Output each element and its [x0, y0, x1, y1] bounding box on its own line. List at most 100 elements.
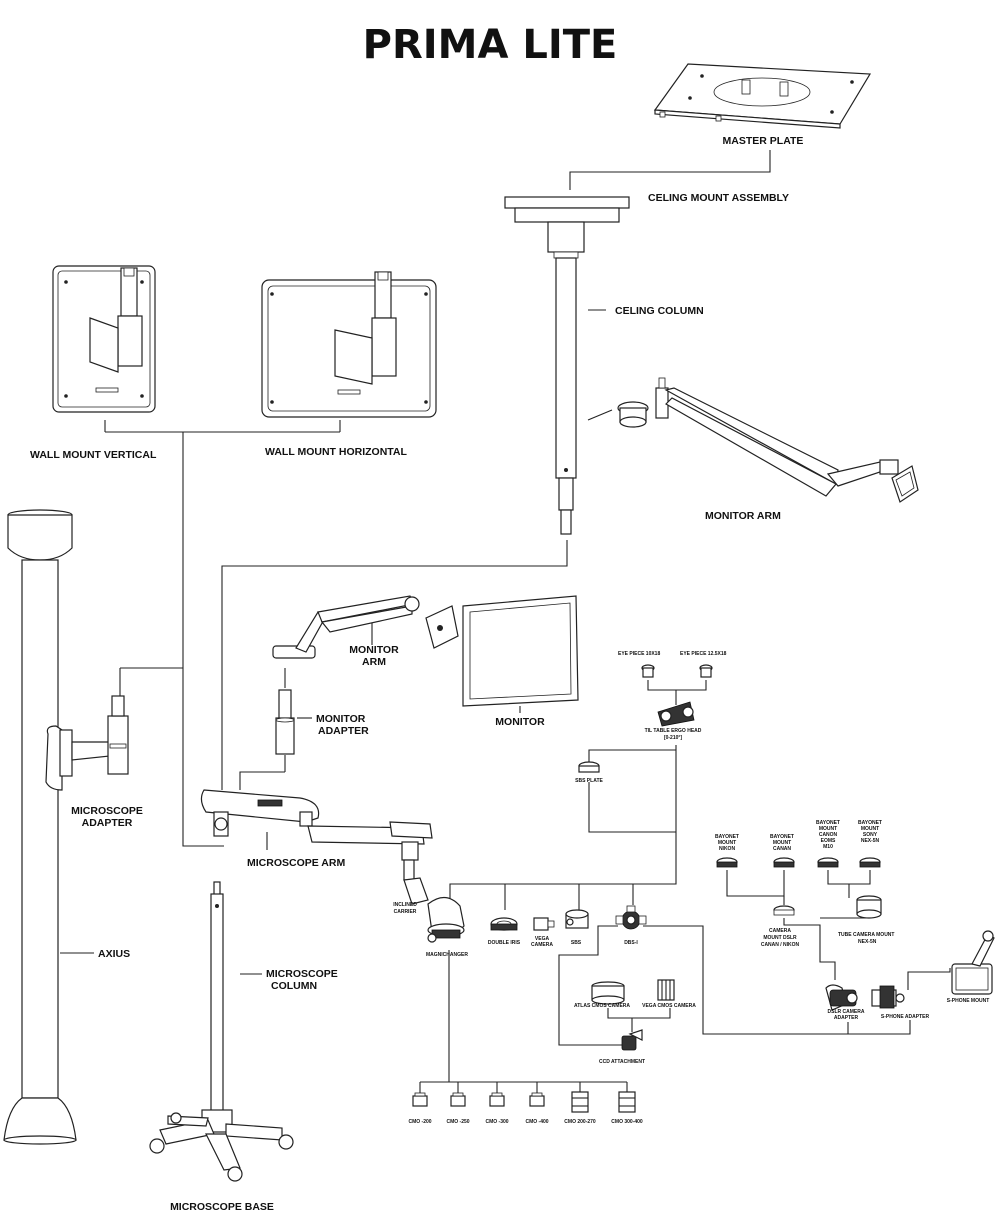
label-monitor-adapter-2: ADAPTER — [318, 725, 369, 737]
label-cmo-250: CMO -250 — [446, 1119, 469, 1125]
label-bayonet-eoms-2: MOUNT — [819, 826, 837, 832]
inclined-carrier — [403, 859, 429, 905]
label-microscope-arm: MICROSCOPE ARM — [247, 857, 345, 869]
label-ceiling-mount-assembly: CELING MOUNT ASSEMBLY — [648, 192, 789, 204]
label-cmo-200: CMO -200 — [408, 1119, 431, 1125]
microscope-base — [149, 1109, 294, 1182]
double-iris — [490, 917, 518, 931]
label-dbs: DBS-I — [624, 940, 638, 946]
wall-mount-horizontal — [261, 271, 437, 418]
label-dslr-adapter-2: ADAPTER — [834, 1015, 859, 1021]
label-microscope-column-1: MICROSCOPE — [266, 968, 338, 980]
atlas-cmos-camera — [591, 981, 625, 1005]
label-sbs-plate: SBS PLATE — [575, 778, 603, 784]
label-bayonet-nikon-2: MOUNT — [718, 840, 736, 846]
label-bayonet-eoms-1: BAYONET — [816, 820, 840, 826]
monitor — [462, 595, 579, 707]
label-tube-camera-1: TUBE CAMERA MOUNT — [838, 932, 894, 938]
vega-camera — [533, 917, 555, 931]
bayonet-mount-canan — [773, 857, 795, 868]
label-cmo-300: CMO -300 — [485, 1119, 508, 1125]
label-eye-piece-10x18: EYE PIECE 10X18 — [618, 651, 660, 657]
label-tilt-head-1: TIL TABLE ERGO HEAD — [645, 728, 702, 734]
label-camera-mount-2: MOUNT DSLR — [763, 935, 797, 941]
microscope-column — [210, 881, 224, 1115]
eye-piece-10x18 — [641, 664, 655, 678]
tube-camera-mount — [856, 895, 882, 919]
label-microscope-column-2: COLUMN — [271, 980, 317, 992]
sbs-plate — [578, 761, 600, 773]
cmo-200-270 — [571, 1091, 589, 1113]
vega-cmos-camera — [657, 979, 675, 1001]
label-magnichanger: MAGNICHANGER — [426, 952, 468, 958]
s-phone-mount — [951, 930, 995, 995]
label-vega-cmos: VEGA CMOS CAMERA — [642, 1003, 696, 1009]
label-microscope-adapter-2: ADAPTER — [82, 817, 133, 829]
label-atlas-cmos: ATLAS CMOS CAMERA — [574, 1003, 630, 1009]
dbs-unit — [615, 905, 647, 930]
bayonet-mount-canon-eoms — [817, 857, 839, 868]
ceiling-column — [555, 257, 577, 535]
sbs-unit — [565, 909, 589, 929]
label-inclined-1: INCLINED — [393, 902, 417, 908]
label-microscope-base: MICROSCOPE BASE — [170, 1201, 274, 1213]
cmo-200 — [412, 1092, 428, 1107]
label-monitor-arm-1: MONITOR — [349, 644, 399, 656]
label-bayonet-canan-1: BAYONET — [770, 834, 794, 840]
label-bayonet-canan-2: MOUNT — [773, 840, 791, 846]
cmo-objectives — [412, 1091, 636, 1113]
label-master-plate: MASTER PLATE — [723, 135, 804, 147]
cmo-300 — [489, 1092, 505, 1107]
label-vega-camera-1: VEGA — [535, 936, 550, 942]
label-bayonet-sony-2: MOUNT — [861, 826, 879, 832]
magnichanger — [427, 896, 465, 943]
label-bayonet-canan-3: CANAN — [773, 846, 791, 852]
label-ccd-attachment: CCD ATTACHMENT — [599, 1059, 645, 1065]
label-bayonet-eoms-3: CANON — [819, 832, 838, 838]
label-camera-mount-1: CAMERA — [769, 928, 791, 934]
microscope-arm — [200, 789, 433, 861]
axius-column — [3, 509, 77, 1145]
tilt-ergo-head — [657, 701, 695, 727]
label-tube-camera-2: NEX-5N — [858, 939, 877, 945]
label-cmo-400: CMO -400 — [525, 1119, 548, 1125]
master-plate — [653, 63, 872, 129]
cmo-300-400 — [618, 1091, 636, 1113]
label-bayonet-sony-3: SONY — [863, 832, 878, 838]
label-tilt-head-2: [0-210°] — [664, 735, 682, 741]
label-wall-mount-vertical: WALL MOUNT VERTICAL — [30, 449, 157, 461]
label-inclined-2: CARRIER — [394, 909, 417, 915]
cmo-400 — [529, 1092, 545, 1107]
monitor-adapter — [275, 689, 295, 755]
label-bayonet-sony-4: NEX-5N — [861, 838, 880, 844]
label-cmo-200-270: CMO 200-270 — [564, 1119, 596, 1125]
label-double-iris: DOUBLE IRIS — [488, 940, 521, 946]
page-title: PRIMA LITE — [363, 22, 618, 68]
label-bayonet-eoms-4: EOMS — [821, 838, 836, 844]
label-dslr-adapter-1: DSLR CAMERA — [828, 1009, 865, 1015]
camera-mount-dslr — [773, 905, 795, 916]
label-microscope-adapter-1: MICROSCOPE — [71, 805, 143, 817]
label-cmo-300-400: CMO 300-400 — [611, 1119, 643, 1125]
label-camera-mount-3: CANAN / NIKON — [761, 942, 800, 948]
microscope-adapter — [45, 695, 129, 791]
monitor-arm — [272, 595, 459, 659]
label-s-phone-adapter: S-PHONE ADAPTER — [881, 1014, 930, 1020]
label-bayonet-nikon-3: NIKON — [719, 846, 736, 852]
ceiling-monitor-arm — [617, 377, 919, 503]
bayonet-mount-sony — [859, 857, 881, 868]
label-monitor-adapter-1: MONITOR — [316, 713, 366, 725]
cmo-250 — [450, 1092, 466, 1107]
label-eye-piece-12-5x18: EYE PIECE 12.5X18 — [680, 651, 727, 657]
label-axius: AXIUS — [98, 948, 130, 960]
label-bayonet-eoms-5: M10 — [823, 844, 833, 850]
ceiling-mount-assembly — [504, 196, 630, 259]
label-bayonet-nikon-1: BAYONET — [715, 834, 739, 840]
dslr-camera-adapter — [825, 984, 858, 1011]
label-sbs: SBS — [571, 940, 582, 946]
label-wall-mount-horizontal: WALL MOUNT HORIZONTAL — [265, 446, 408, 458]
s-phone-adapter — [871, 985, 905, 1009]
ccd-attachment — [621, 1029, 643, 1051]
eye-piece-12-5x18 — [699, 664, 713, 678]
